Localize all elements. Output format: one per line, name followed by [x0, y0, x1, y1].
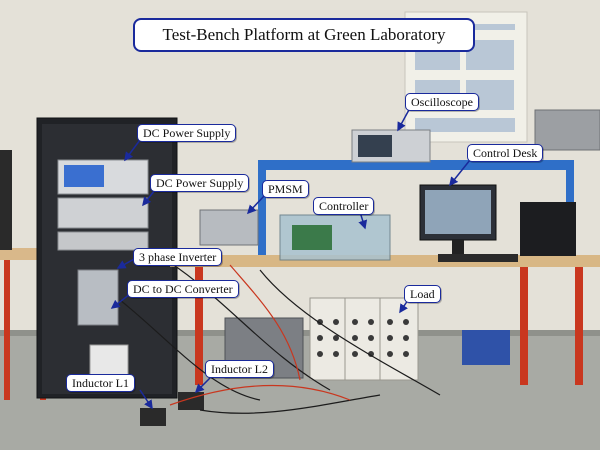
load-unit-2 [344, 297, 384, 381]
dc-power-supply-unit-2 [57, 197, 149, 229]
label-controller: Controller [313, 197, 375, 215]
load-unit-3 [379, 297, 419, 381]
pc-tower [520, 202, 576, 256]
label-control-desk: Control Desk [467, 144, 544, 162]
label-dc-power-supply-1: DC Power Supply [137, 124, 237, 142]
blue-box [462, 330, 510, 365]
label-dc-to-dc-converter: DC to DC Converter [127, 280, 239, 298]
pmsm-motor [199, 209, 259, 246]
label-oscilloscope: Oscilloscope [405, 93, 479, 111]
label-load: Load [404, 285, 441, 303]
wall-cabinet [534, 109, 600, 151]
dc-converter-unit [77, 269, 119, 326]
label-inductor-l1: Inductor L1 [66, 374, 135, 392]
label-inductor-l2: Inductor L2 [205, 360, 274, 378]
label-pmsm: PMSM [262, 180, 309, 198]
label-3-phase-inverter: 3 phase Inverter [133, 248, 223, 266]
page-title: Test-Bench Platform at Green Laboratory [133, 18, 475, 52]
side-desk [0, 248, 48, 260]
label-dc-power-supply-2: DC Power Supply [150, 174, 250, 192]
load-unit-1 [309, 297, 349, 381]
bench-shelf [258, 160, 574, 170]
inductor-l1-unit [140, 408, 166, 426]
